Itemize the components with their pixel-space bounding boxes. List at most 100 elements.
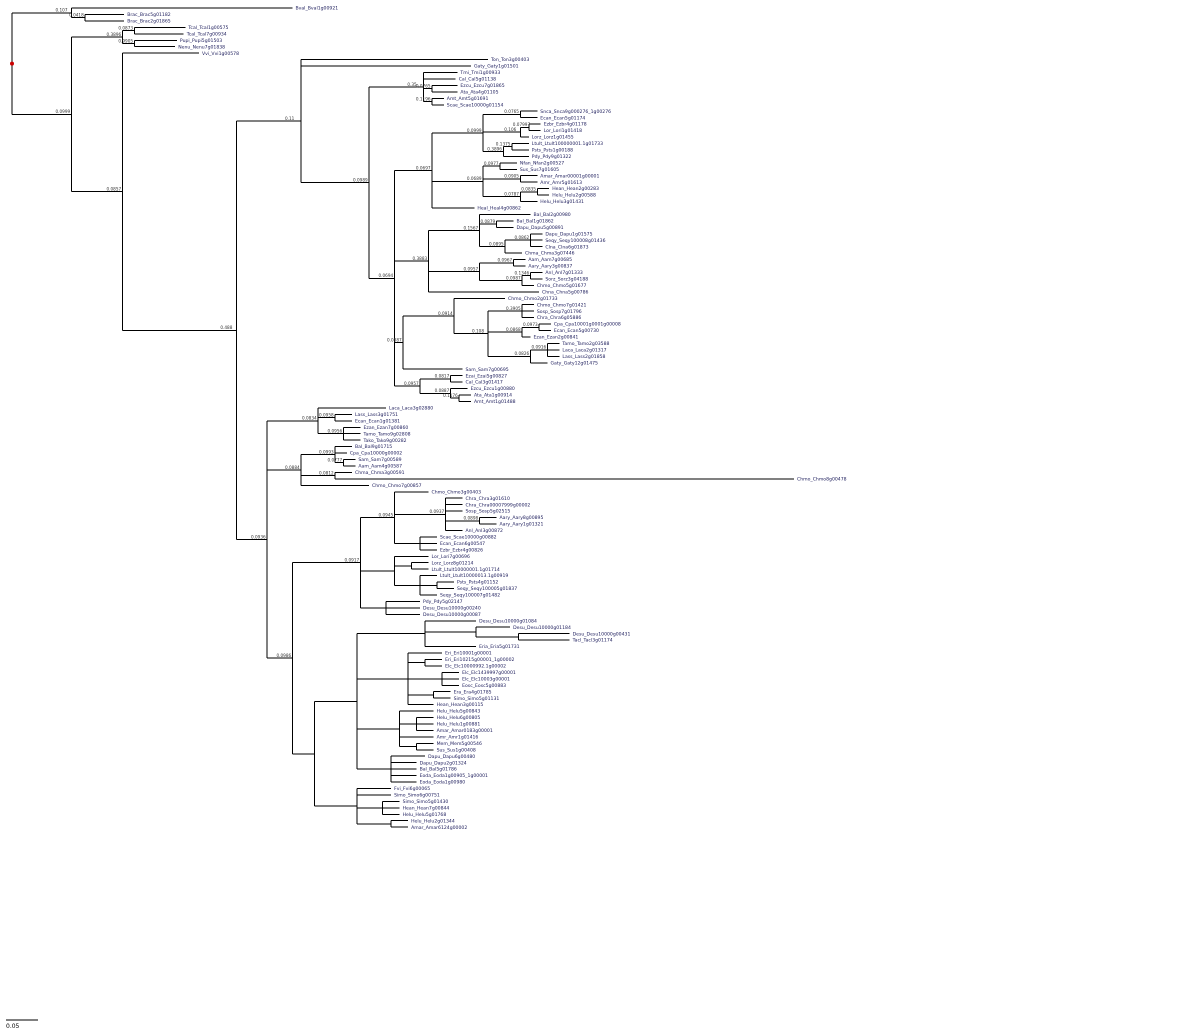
support-value-label: 0.1375 — [496, 141, 511, 146]
support-value-label: 0.0937 — [430, 509, 445, 514]
support-value-label: 0.0887 — [435, 388, 450, 393]
leaf-label: Cal_Cal5g01138 — [459, 77, 496, 83]
leaf-label: Brac_Brac5g01182 — [127, 12, 171, 18]
leaf-label: Elc_Elc1439997g00001 — [462, 670, 516, 676]
leaf-label: Seqy_Seqy100007g01482 — [440, 593, 500, 599]
leaf-label: Clna_Clna6g01873 — [545, 244, 588, 250]
leaf-label: Psts_Psts4g01152 — [457, 580, 498, 586]
leaf-label: Dapu_Dapu5g00891 — [517, 225, 564, 231]
leaf-label: Elc_Elc10003g00001 — [462, 676, 510, 682]
leaf-label: Eosc_Eosc5g00883 — [462, 683, 506, 689]
support-value-label: 0.0977 — [484, 161, 499, 166]
leaf-label: Laca_Laca3g02880 — [389, 406, 433, 412]
leaf-label: Ecan_Ecan1g01381 — [355, 418, 400, 424]
support-value-label: 0.0812 — [319, 470, 334, 475]
leaf-label: Bal_Bal1g01862 — [517, 218, 554, 224]
leaf-label: Desu_Desu10000g00431 — [573, 631, 631, 637]
leaf-label: Tcal_Tcal1g00575 — [187, 25, 228, 31]
leaf-label: Eri_Eri10215g00001_1g00002 — [445, 657, 514, 663]
support-value-label: 0.0989 — [353, 177, 368, 182]
support-value-label: 0.0895 — [489, 241, 504, 246]
support-value-label: 0.0868 — [506, 327, 521, 332]
leaf-label: Mem_Mem5g00546 — [437, 741, 482, 747]
leaf-label: Snca_Snca9g000276_1g00276 — [540, 109, 611, 115]
leaf-label: Ezbr_Ezbr4g00826 — [440, 547, 483, 553]
leaf-label: Tako_Tako9g00282 — [363, 438, 407, 444]
tree-branches — [11, 7, 794, 828]
leaf-label: Aam_Aam7g00685 — [528, 257, 572, 263]
leaf-label: Ecan_Ecan6g00547 — [440, 541, 485, 547]
leaf-label: Nenu_Nenu7g01838 — [178, 44, 225, 50]
leaf-label: Eri_Eri10001g00001 — [445, 651, 492, 657]
support-value-label: 0.35 — [407, 82, 417, 87]
leaf-label: Amr_Amr5g01613 — [540, 180, 582, 186]
support-value-label: 0.106 — [504, 127, 516, 132]
support-value-label: 0.0689 — [467, 176, 482, 181]
scale-bar-label: 0.05 — [6, 1023, 20, 1030]
support-value-label: 0.0817 — [435, 374, 450, 379]
root-marker-icon — [10, 61, 14, 66]
leaf-label: Eria_Eria5g01731 — [479, 644, 520, 650]
leaf-label: Ezcu_Ezcu7g01865 — [460, 83, 504, 89]
support-value-label: 0.0999 — [56, 109, 71, 114]
leaf-label: Dapu_Dapu6g00480 — [428, 754, 475, 760]
leaf-label: Hean_Hean2g00283 — [552, 186, 599, 192]
leaf-label: Simo_Simo5g01430 — [403, 799, 449, 805]
support-value-label: 0.3883 — [413, 256, 428, 261]
support-value-label: 0.0958 — [319, 412, 334, 417]
support-value-label: 0.3896 — [487, 146, 502, 151]
support-value-label: 0.0777 — [328, 458, 343, 463]
leaf-label: Sosp_Sosp7g01796 — [537, 309, 582, 315]
support-value-label: 0.9905 — [118, 38, 133, 43]
leaf-label: Gaty_Gaty1g01501 — [474, 64, 519, 70]
support-value-label: 0.0967 — [498, 258, 513, 263]
leaf-label: Chma_Chma3g07446 — [525, 251, 575, 257]
leaf-label: Tmi_Tmi1g00933 — [459, 70, 500, 76]
support-value-label: 0.0834 — [302, 416, 317, 421]
leaf-label: Psts_Psts1g00188 — [532, 148, 573, 154]
leaf-label: Anl_Anl7g01333 — [545, 270, 582, 276]
leaf-label: Tamo_Tamo9g02808 — [363, 431, 411, 437]
leaf-label: Era_Era4g01785 — [454, 689, 492, 695]
leaf-label: Ecan_Ecan5g00730 — [554, 328, 599, 334]
leaf-label: Pupi_Pupi5g01503 — [180, 38, 222, 44]
leaf-label: Desu_Desu10000g01084 — [479, 618, 537, 624]
leaf-label: Chmo_Chmo5g01677 — [537, 283, 587, 289]
leaf-label: Aary_Aary1g01321 — [500, 522, 544, 528]
leaf-label: Dapu_Dapu1g01575 — [545, 231, 592, 237]
support-value-label: 0.0936 — [251, 534, 266, 539]
support-value-label: 0.0999 — [467, 128, 482, 133]
leaf-label: Ezan_Ezan7g00860 — [364, 425, 409, 431]
support-value-label: 0.0884 — [285, 465, 300, 470]
support-value-label: 0.0986 — [277, 653, 292, 658]
support-value-label: 0.0914 — [438, 311, 453, 316]
leaf-label: Lorz_Lorz1g01455 — [532, 135, 574, 141]
leaf-label: Lass_Lass2g01858 — [562, 354, 605, 360]
support-value-label: 0.0957 — [464, 266, 479, 271]
leaf-label: Ecan_Ecan5g01174 — [540, 115, 585, 121]
support-value-label: 0.1176 — [443, 393, 458, 398]
leaf-label: Ata_Ata4g01105 — [460, 89, 498, 95]
leaf-label: Pdy_Pdy5g02147 — [423, 599, 463, 605]
leaf-label: Chra_Chra3g01610 — [466, 496, 510, 502]
leaf-label: Chra_Chra00007999g00002 — [466, 502, 531, 508]
leaf-label: Ezan_Ezan2g00841 — [534, 335, 579, 341]
support-value-label: 0.0697 — [416, 165, 431, 170]
support-value-label: 0.11 — [285, 116, 295, 121]
leaf-label: Aam_Aam4g00587 — [358, 464, 402, 470]
leaf-label: Dapu_Dapu2g01324 — [420, 760, 467, 766]
support-value-label: 0.07997 — [513, 122, 531, 127]
leaf-label: Eoda_Eoda1g00905_1g00001 — [420, 773, 488, 779]
leaf-label: Sam_Sam7g00695 — [466, 367, 509, 373]
leaf-label: Aary_Aary8g00895 — [500, 515, 544, 521]
support-value-label: 0.0857 — [107, 187, 122, 192]
leaf-label: Tamo_Tamo2g03588 — [561, 341, 609, 347]
leaf-label: Lorz_Lorz8g01214 — [432, 560, 474, 566]
leaf-label: Amt_Amt5g01691 — [447, 96, 489, 102]
leaf-label: Seqy_Seqy100005g01837 — [457, 586, 517, 592]
support-value-label: 0.0694 — [379, 273, 394, 278]
support-value-label: 0.0418 — [69, 12, 84, 17]
leaf-label: Eoda_Eoda1g00980 — [420, 780, 466, 786]
leaf-label: Amar_Amar6124g00002 — [411, 825, 467, 831]
